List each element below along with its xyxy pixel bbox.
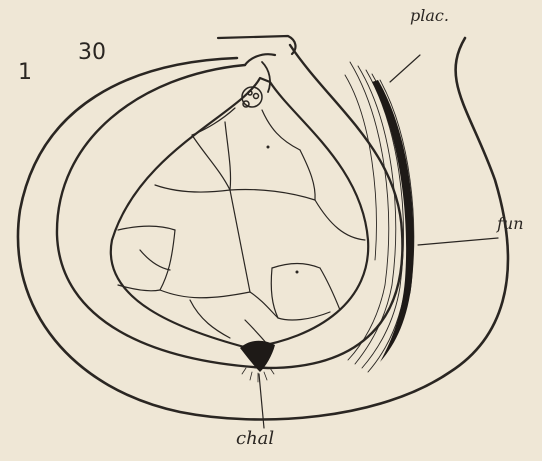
embryo-sac — [111, 78, 368, 348]
cell-nucleus-upper — [267, 146, 270, 149]
leader-fun — [418, 238, 498, 245]
cell-walls — [118, 108, 365, 345]
label-chalaza: chal — [236, 428, 274, 449]
label-funiculus: fun — [497, 214, 524, 233]
leader-plac — [390, 55, 420, 82]
micropyle-canal — [262, 62, 270, 92]
scale-mark: 1 — [18, 60, 32, 85]
cell-nucleus-lower — [296, 271, 299, 274]
micropyle-lip-right — [218, 36, 295, 54]
inner-integument — [57, 45, 402, 368]
label-placenta: plac. — [410, 6, 449, 25]
figure-number: 30 — [78, 40, 106, 65]
micropyle-lip-left — [245, 54, 275, 65]
chalaza-fibres — [242, 368, 274, 382]
funiculus-vascular-strand — [372, 80, 414, 362]
funiculus — [345, 62, 414, 372]
